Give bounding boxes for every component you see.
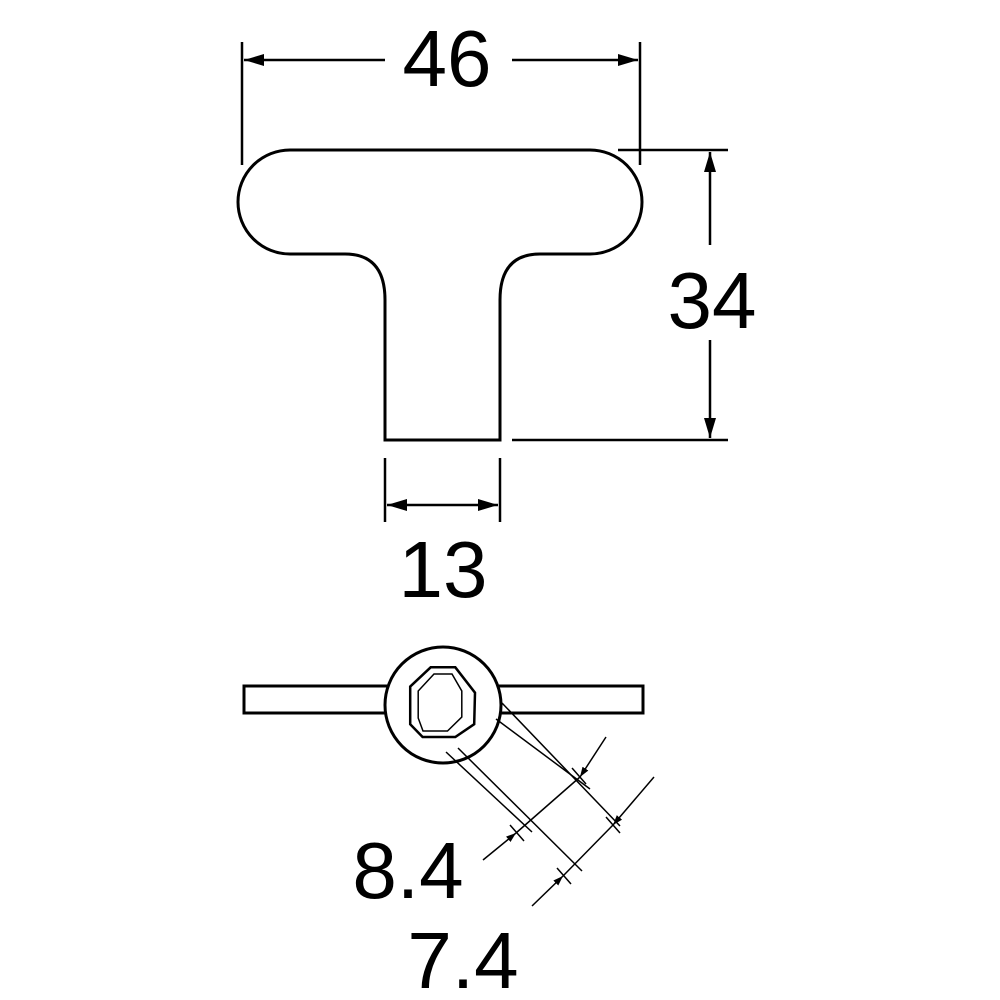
height-dimension: 34: [512, 148, 757, 442]
shaft-width-label: 13: [399, 525, 488, 614]
t-handle-outline: [236, 148, 644, 442]
hex-socket-inner: [417, 673, 463, 732]
hex-socket-outer: [408, 666, 477, 739]
width-dimension: 46: [240, 14, 642, 165]
shaft-width-dimension: 13: [383, 458, 502, 614]
width-label: 46: [403, 14, 492, 103]
hub-circle: [383, 645, 503, 765]
height-label: 34: [668, 256, 757, 345]
inner-hex-label: 7.4: [407, 916, 518, 1000]
outer-hex-label: 8.4: [352, 826, 463, 915]
top-view: [242, 645, 645, 765]
hex-dimensions: 8.4 7.4: [352, 702, 655, 1000]
